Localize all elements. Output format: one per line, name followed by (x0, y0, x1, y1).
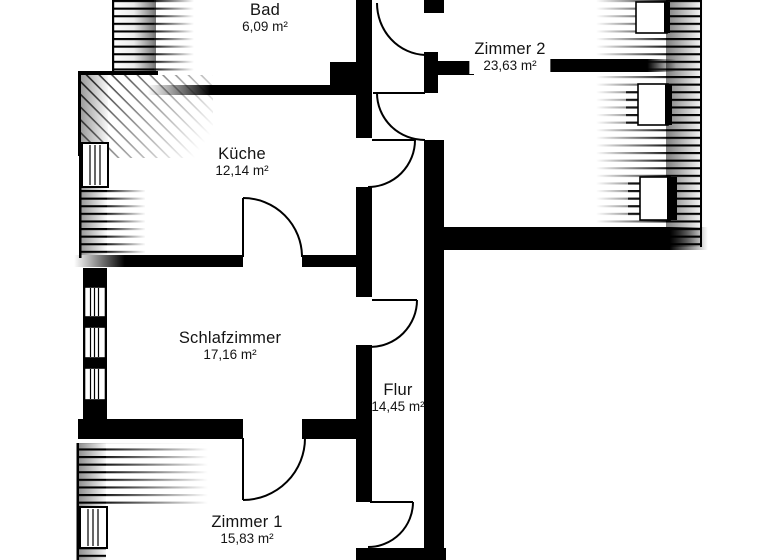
room-area: 15,83 m² (220, 531, 274, 547)
hatch-shading (112, 0, 156, 72)
hatch-mini-rungs (628, 179, 640, 220)
roof-hatch-kitchen-left (79, 155, 145, 258)
wall-bad-kueche (148, 85, 372, 95)
room-name: Zimmer 1 (211, 513, 283, 531)
wall-kueche-bottom-left (74, 255, 243, 267)
hatch-edge-line (112, 0, 115, 72)
doors (242, 2, 426, 548)
hatch-mini-rungs (626, 86, 638, 124)
room-name: Küche (218, 145, 266, 163)
room-name: Schlafzimmer (178, 329, 282, 347)
door-arc-schlafzimmer-zimmer1 (242, 437, 306, 501)
window-zimmer2-2 (637, 83, 672, 126)
corner-left-line (78, 71, 81, 156)
roof-hatch-right (596, 0, 704, 247)
room-label-zimmer1: Zimmer 1 15,83 m² (211, 513, 282, 547)
room-name: Bad (250, 1, 280, 19)
corner-top-line (78, 71, 158, 75)
wall-zimmer2-top-left (433, 61, 474, 75)
door-arc-kueche (367, 139, 416, 188)
room-area: 14,45 m² (371, 399, 425, 415)
windows (79, 1, 677, 549)
roof-hatch-top-left (112, 0, 194, 72)
hatch-edge-line (76, 443, 79, 560)
room-label-schlafzimmer: Schlafzimmer 17,16 m² (179, 329, 281, 363)
door-arc-corridor-top (375, 2, 426, 56)
room-label-bad: Bad 6,09 m² (242, 1, 288, 35)
hatch-shading-bottom (78, 548, 106, 560)
room-area: 17,16 m² (203, 347, 257, 363)
window-zimmer2-1 (635, 1, 670, 34)
window-kueche (81, 142, 109, 188)
hatch-fade-lines (107, 187, 145, 255)
wall-zimmer2-top-right (546, 59, 676, 72)
wall-corridor-left-top (356, 0, 372, 138)
room-name: Flur (383, 381, 413, 399)
hatch-edge-line (700, 0, 702, 247)
room-name: Zimmer 2 (474, 40, 546, 58)
room-area: 23,63 m² (483, 58, 537, 74)
wall-chimney-block (330, 62, 356, 85)
window-schlafzimmer-1 (83, 286, 107, 318)
window-schlafzimmer-2 (83, 326, 107, 359)
hatch-fade-lines (154, 0, 194, 72)
room-label-kueche: Küche 12,14 m² (215, 145, 268, 179)
room-label-flur: Flur 14,45 m² (371, 381, 424, 415)
hatch-fade-lines (106, 443, 208, 507)
wall-kueche-bottom-right (302, 255, 372, 267)
wall-corridor-right-top (424, 0, 444, 13)
wall-corridor-right-main (424, 140, 444, 560)
corner-shading (81, 75, 108, 155)
roof-hatch-zimmer1-left (76, 443, 208, 560)
door-arc-kueche-schlafzimmer (242, 197, 303, 258)
window-zimmer2-3 (639, 176, 677, 221)
room-area: 6,09 m² (242, 19, 288, 35)
room-area: 12,14 m² (215, 163, 269, 179)
wall-schlafzimmer-bottom-left (78, 419, 243, 439)
door-arc-flur-zimmer1 (367, 501, 414, 548)
door-arc-schlafzimmer (369, 299, 418, 348)
wall-zimmer2-bottom (434, 227, 708, 250)
hatch-shading (78, 443, 106, 507)
room-label-zimmer2: Zimmer 2 23,63 m² (469, 40, 551, 74)
window-zimmer1 (79, 506, 108, 549)
hatch-edge-line (79, 155, 82, 258)
wall-corridor-bottom (356, 548, 446, 560)
wall-schlafzimmer-bottom-right (302, 419, 372, 439)
hatch-shading (80, 187, 107, 255)
window-schlafzimmer-3 (83, 367, 107, 401)
door-arc-zimmer2 (376, 92, 426, 141)
wall-corridor-left-mid (356, 187, 372, 297)
